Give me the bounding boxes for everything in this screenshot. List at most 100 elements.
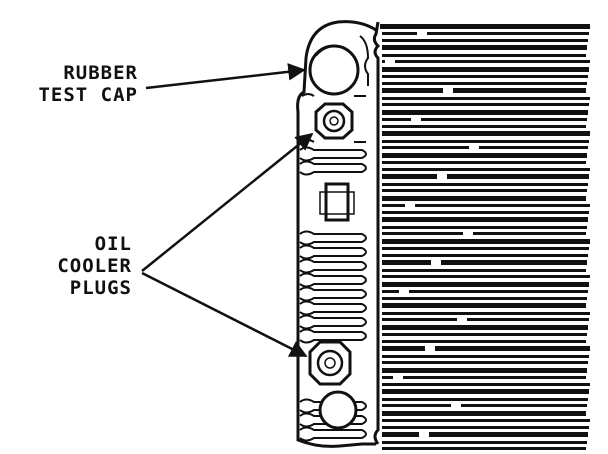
core-fin <box>382 398 414 401</box>
core-fin <box>427 32 589 35</box>
core-fin <box>461 404 587 407</box>
core-fin <box>382 97 390 100</box>
oil-cooler-plugs-label-line3: PLUGS <box>69 277 132 299</box>
core-fin <box>382 131 395 136</box>
core-fin <box>420 312 590 315</box>
core-fin <box>427 103 589 106</box>
core-fin <box>395 131 590 136</box>
core-fin <box>382 161 453 164</box>
core-fin <box>403 376 586 379</box>
core-fin <box>432 140 589 143</box>
tank-rib <box>299 146 367 162</box>
tank-rib <box>301 93 366 97</box>
core-fin <box>382 183 384 186</box>
oil-cooler-plugs-label-line1: OIL <box>94 233 132 255</box>
core-fin <box>382 174 437 179</box>
core-fin <box>382 118 411 121</box>
core-fin <box>382 60 385 63</box>
core-fin <box>382 153 416 158</box>
tank-rib <box>299 398 367 414</box>
core-fin <box>421 118 587 121</box>
core-fin <box>382 82 406 85</box>
tank-ribs <box>299 93 367 442</box>
core-fin <box>422 67 589 72</box>
core-fin <box>382 447 403 450</box>
radiator-core <box>380 24 590 450</box>
core-fin <box>479 146 588 149</box>
core-fin <box>436 297 587 300</box>
tank-inner-edge <box>359 35 370 86</box>
core-fin <box>382 168 400 171</box>
core-fin <box>467 318 589 321</box>
core-fin <box>382 217 389 222</box>
core-fin <box>382 247 447 250</box>
core-fin <box>382 45 401 50</box>
core-fin <box>382 419 435 422</box>
core-fin <box>456 441 587 444</box>
core-fin <box>403 447 586 450</box>
core-fin <box>382 204 405 207</box>
core-fin <box>382 226 426 229</box>
core-fin <box>382 290 399 293</box>
core-fin <box>415 275 590 278</box>
tank-rib <box>301 139 366 143</box>
core-fin <box>382 211 442 214</box>
core-fin <box>382 140 432 143</box>
core-fin <box>435 346 590 351</box>
tank-rib <box>299 286 367 302</box>
rubber-test-cap-highlight <box>315 45 339 57</box>
core-fin <box>382 340 388 343</box>
core-fin <box>409 361 588 364</box>
drain-cap <box>318 390 358 430</box>
core-fin <box>382 376 393 379</box>
radiator-tank <box>296 20 377 448</box>
core-fin <box>390 97 590 100</box>
core-fin <box>453 88 586 93</box>
core-fin <box>382 333 441 336</box>
oil-plug-upper-arrow <box>141 132 314 272</box>
core-fin <box>462 355 589 358</box>
core-fin <box>473 232 586 235</box>
core-fin <box>441 333 587 336</box>
core-fin <box>452 282 589 287</box>
rubber-test-cap-label: RUBBER TEST CAP <box>20 62 138 106</box>
core-fin <box>382 275 415 278</box>
core-fin <box>382 125 448 128</box>
core-fin <box>467 389 589 394</box>
core-fin <box>382 189 421 192</box>
core-fin <box>409 290 588 293</box>
core-fin <box>382 441 456 444</box>
core-fin <box>438 54 586 57</box>
rubber-test-cap-label-line1: RUBBER <box>63 62 138 84</box>
core-fin <box>382 297 436 300</box>
core-fin <box>382 318 457 321</box>
core-header-plate <box>372 21 381 445</box>
core-fin <box>435 419 590 422</box>
tank-rib <box>299 160 367 176</box>
core-fin <box>382 32 417 35</box>
core-fin <box>395 60 590 63</box>
core-fin <box>448 125 586 128</box>
core-fin <box>414 398 588 401</box>
core-fin <box>421 189 587 192</box>
core-fin <box>441 260 587 265</box>
core-fin <box>382 312 420 315</box>
core-fin <box>382 39 454 42</box>
core-fin <box>446 368 587 373</box>
tank-rib <box>299 230 367 246</box>
core-fin <box>382 260 431 265</box>
core-fin <box>384 183 588 186</box>
core-fin <box>382 254 394 257</box>
core-fin <box>442 211 589 214</box>
tank-rib <box>299 244 367 260</box>
core-fin <box>458 196 586 201</box>
core-fin <box>382 239 410 244</box>
core-fin <box>382 232 463 235</box>
core-fin <box>459 75 588 78</box>
rubber-test-cap <box>308 44 360 96</box>
core-fin <box>454 39 588 42</box>
core-fin <box>382 67 422 72</box>
core-fin <box>416 153 587 158</box>
tank-fitting-base <box>319 191 355 215</box>
